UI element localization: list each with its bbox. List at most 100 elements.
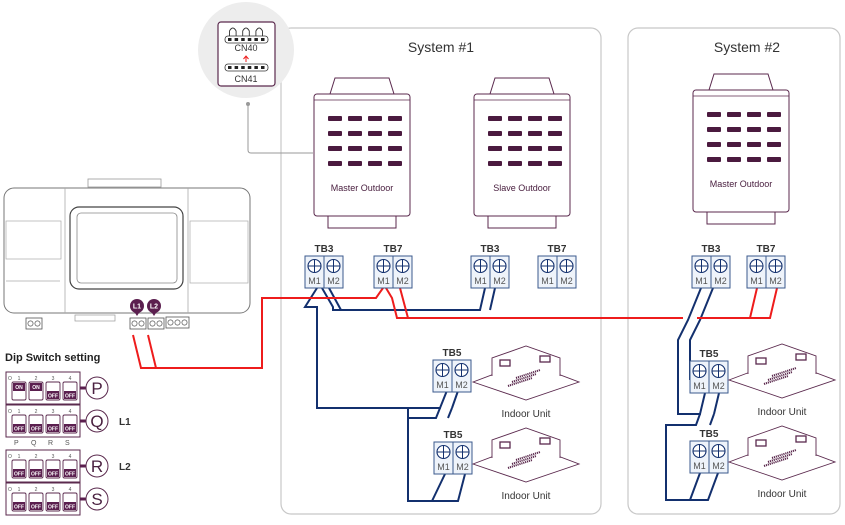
blue-wire [665, 413, 701, 501]
switch-number: 2 [35, 454, 38, 460]
grille-slot [548, 131, 562, 136]
line-label: L2 [119, 462, 131, 473]
dip-switch-p-2[interactable]: 2ON [28, 376, 44, 401]
grille-slot [747, 142, 761, 147]
switch-number: 1 [18, 454, 21, 460]
switch-lever [47, 391, 59, 399]
switch-state: OFF [65, 394, 75, 400]
jumper-loop [242, 27, 250, 36]
pin-label: M1 [437, 462, 450, 472]
terminal-name: TB3 [481, 244, 500, 255]
grille-slot [548, 146, 562, 151]
grille-slot [348, 161, 362, 166]
pin-label: M1 [308, 276, 321, 286]
unit-body [313, 93, 411, 217]
grille-slot [348, 131, 362, 136]
switch-lever [13, 502, 25, 510]
red-wire [147, 334, 157, 369]
grille-slot [368, 161, 382, 166]
switch-state: ON [15, 385, 23, 391]
screw-icon [174, 319, 181, 326]
switch-number: 2 [35, 409, 38, 415]
dip-switch-title: Dip Switch setting [5, 352, 100, 364]
grille-slot [727, 112, 741, 117]
cn41-connector [224, 63, 269, 72]
switch-state: OFF [14, 427, 24, 433]
unit-label: Slave Outdoor [493, 183, 551, 193]
grille-slot [328, 131, 342, 136]
grille-line [767, 371, 793, 381]
indoor-unit-2-system-1: Indoor Unit [471, 427, 581, 502]
dip-switch-p-1[interactable]: 1ON [11, 376, 27, 401]
blue-wire [713, 392, 720, 415]
connector-housing [224, 35, 269, 44]
port-legend-item: S [65, 440, 70, 447]
screw-icon [149, 320, 156, 327]
master-outdoor-system-1: Master Outdoor [313, 77, 411, 229]
grille-slot [767, 142, 781, 147]
screw-icon [138, 320, 145, 327]
grille-line [511, 455, 537, 465]
pin-label: M2 [712, 381, 725, 391]
grille-line [771, 367, 797, 377]
unit-base [706, 211, 776, 225]
switch-number: 3 [52, 376, 55, 382]
indoor-unit-1-system-2: Indoor Unit [727, 343, 837, 418]
grille-slot [328, 161, 342, 166]
connector-housing [224, 63, 269, 72]
grille-slot [528, 131, 542, 136]
switch-state: OFF [31, 427, 41, 433]
terminal-name: TB3 [315, 244, 334, 255]
grille-slot [767, 157, 781, 162]
unit-base [487, 215, 557, 229]
screw-icon [34, 320, 41, 327]
grille-slot [707, 157, 721, 162]
controller-device: L1 L2 [3, 178, 251, 330]
switch-state: OFF [65, 505, 75, 511]
unit-body [473, 93, 571, 217]
blue-wire [690, 472, 719, 501]
unit-fan-top [329, 77, 395, 95]
grille-slot [767, 112, 781, 117]
grille-slot [388, 116, 402, 121]
indoor-unit-2-system-2: Indoor Unit [727, 425, 837, 500]
screw-icon [131, 320, 138, 327]
pin-label: M1 [693, 461, 706, 471]
pin-label: M1 [436, 380, 449, 390]
badge-l2-label: L2 [150, 304, 158, 311]
port-strip [74, 314, 116, 322]
switch-number: 4 [69, 376, 72, 382]
grille-slot [528, 116, 542, 121]
blue-wire [303, 287, 449, 409]
controller-terminals [25, 314, 190, 330]
switch-lever [30, 424, 42, 432]
grille-slot [747, 157, 761, 162]
grille-line [507, 459, 533, 469]
switch-lever [64, 502, 76, 510]
switch-lever [64, 469, 76, 477]
switch-lever [30, 383, 42, 391]
terminal-name: TB5 [444, 430, 463, 441]
red-wire [399, 287, 409, 319]
port-letter: R [91, 457, 103, 476]
on-indicator: O [8, 409, 12, 415]
